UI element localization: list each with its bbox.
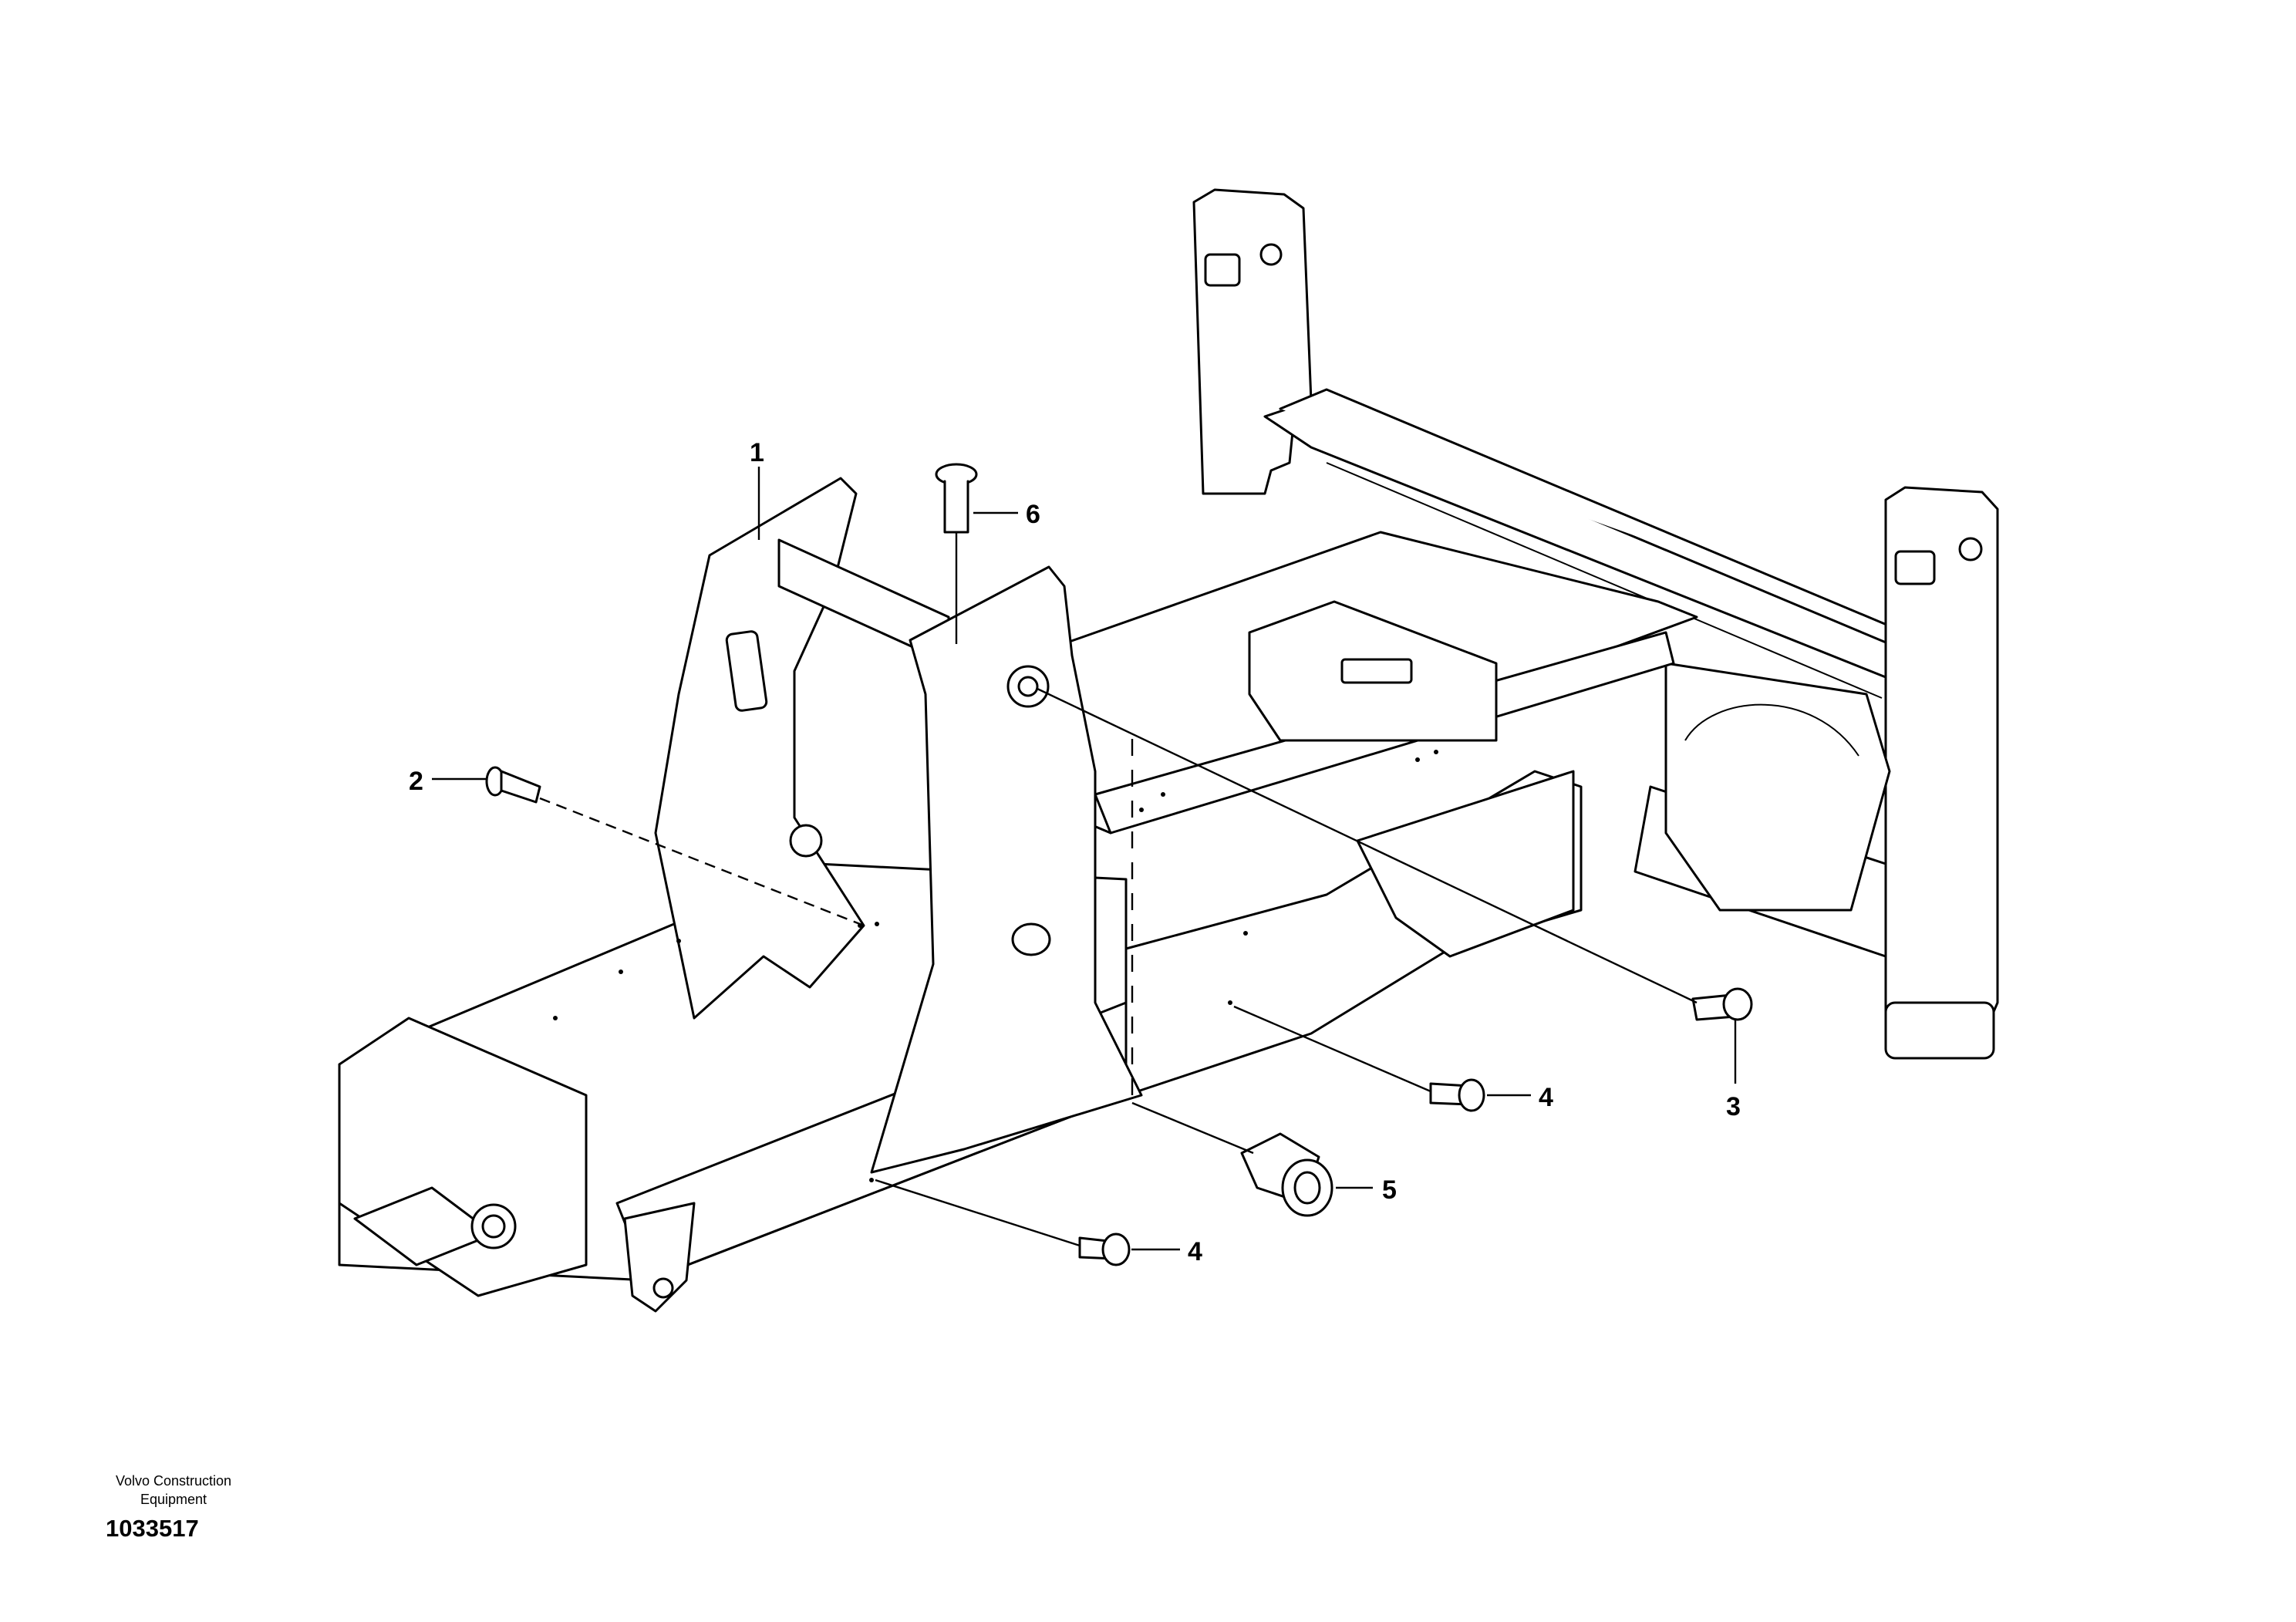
part-3-bolt	[1037, 687, 1753, 1084]
callout-2: 2	[409, 767, 423, 796]
drawing-number: 1033517	[106, 1515, 199, 1542]
pivot-plate	[870, 565, 1143, 1174]
callout-4-right: 4	[1539, 1083, 1553, 1112]
rear-frame	[1192, 188, 1999, 1060]
part-4-bolt-right	[1233, 1005, 1531, 1112]
part-6-pin	[935, 463, 1018, 644]
part-4-bolt-left	[875, 1179, 1180, 1266]
callout-5: 5	[1382, 1175, 1397, 1205]
callout-6: 6	[1026, 500, 1040, 529]
part-1-pillar	[654, 477, 950, 1020]
part-2-bolt	[432, 766, 865, 927]
part-5-bushing	[1131, 1101, 1373, 1217]
drawing-footer: Volvo Construction Equipment 1033517	[73, 1472, 274, 1543]
manufacturer-name-line2: Equipment	[140, 1492, 207, 1507]
callout-4-left: 4	[1188, 1237, 1202, 1266]
mounting-holes	[553, 750, 1438, 1182]
main-frame	[338, 531, 1698, 1313]
callout-1: 1	[750, 438, 764, 467]
callout-3: 3	[1726, 1092, 1741, 1121]
manufacturer-name: Volvo Construction	[115, 1473, 232, 1489]
